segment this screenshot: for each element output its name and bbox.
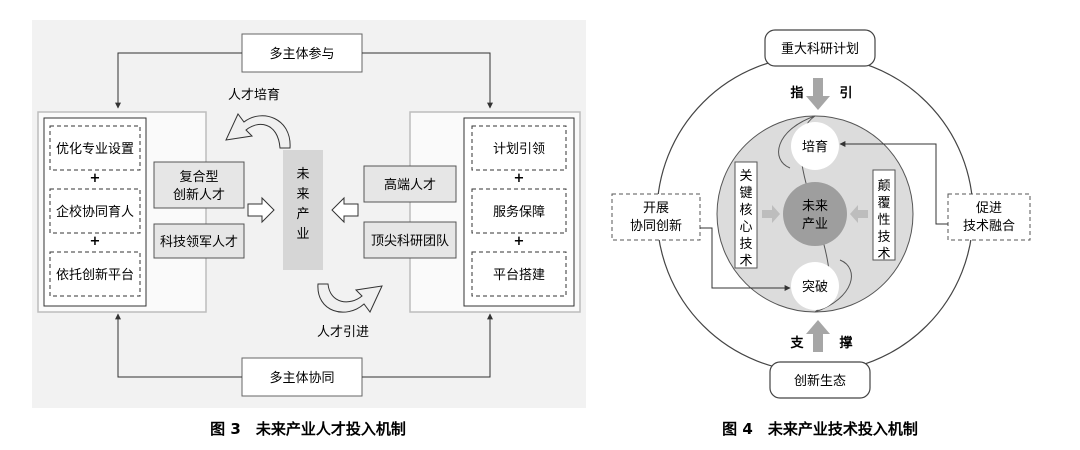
fig3-left-item-3-label: 依托创新平台 [56,267,134,283]
fig4-left-v-5: 技 [739,237,752,252]
fig4-guide-left: 指 [790,85,803,101]
fig3-right-item-1-label: 计划引领 [493,142,545,157]
fig3-bottom-box: 多主体协同 [241,357,363,397]
fig3-center-bar [283,150,323,270]
fig4-top-box-label: 重大科研计划 [781,41,859,57]
fig4-left-gray-arrow [762,205,780,223]
fig4-left-vertical-box [734,161,758,269]
fig3-right-item-2: 服务保障 [471,188,567,234]
fig3-caption: 图 3 未来产业人才投入机制 [210,420,406,438]
fig3-left-talent-2-label: 科技领军人才 [160,235,238,250]
fig3-curve-bottom-arrow [317,283,383,313]
fig4-center-line1: 未来 [802,199,828,214]
fig3-right-item-3: 平台搭建 [471,251,567,297]
fig4-nurture-label: 培育 [802,139,828,155]
fig4-left-side-line2: 协同创新 [630,218,682,234]
fig3-left-plus-2: + [90,234,101,249]
fig3-left-item-2-label: 企校协同育人 [56,204,134,220]
fig3-left-talent-1-line2: 创新人才 [173,187,225,203]
fig3-bottom-box-label: 多主体协同 [269,370,334,386]
fig4-right-side-box: 促进 技术融合 [947,193,1031,241]
fig4-support-arrow [806,320,830,352]
fig4-left-v-1: 关 [739,169,752,184]
fig3-bottom-right-connector [362,313,493,378]
fig4-bottom-box-label: 创新生态 [794,373,846,389]
fig4-left-v-4: 心 [739,220,752,235]
fig4-right-v-1: 颠 [877,179,890,194]
fig3-left-block-arrow [247,196,275,224]
fig3-right-talent-1-label: 高端人才 [384,177,436,193]
fig4-right-vertical-text: 颠 覆 性 技 术 [877,179,890,262]
fig3-right-plus-2: + [514,234,525,249]
fig3-right-item-2-label: 服务保障 [493,204,545,220]
fig4-left-v-3: 核 [739,203,752,218]
fig3-top-box: 多主体参与 [241,33,363,73]
fig4-right-side-line1: 促进 [976,201,1002,216]
fig4-left-side-connector [700,227,791,291]
fig3-center-char-4: 业 [296,227,309,242]
fig3-bottom-left-connector [115,313,242,378]
fig3-right-block-arrow [331,196,359,224]
fig3-center-char-1: 未 [296,167,309,182]
fig3-right-plus-1: + [514,171,525,186]
fig4-center-circle [783,182,847,246]
fig4-support-left: 支 [789,335,804,351]
fig3-right-item-1: 计划引领 [471,125,567,171]
fig3-curve-top-arrow [225,113,291,149]
fig3-top-left-connector [115,52,242,109]
fig4-guide-right: 引 [839,86,852,101]
fig3-curve-top-label: 人才培育 [228,87,280,103]
fig4-right-vertical-box [872,169,896,261]
fig3-left-item-3: 依托创新平台 [49,251,141,297]
fig4-left-v-6: 术 [739,254,752,269]
fig4-left-v-2: 键 [739,186,752,201]
fig4-right-v-2: 覆 [877,196,890,211]
fig3-center-char-3: 产 [296,207,309,222]
fig3-left-plus-1: + [90,171,101,186]
fig3-left-talent-1-line1: 复合型 [179,170,218,185]
fig4-right-v-3: 性 [877,213,890,228]
fig3-center-char-2: 来 [296,187,309,202]
fig4-breakthrough-label: 突破 [802,279,828,295]
fig3-top-right-connector [362,52,493,109]
figure-3: 多主体参与 多主体协同 优化专业设置 + 企校协同育人 + 依托创新平台 [32,20,586,438]
fig3-left-item-1: 优化专业设置 [49,125,141,171]
fig3-right-talent-2: 顶尖科研团队 [363,221,457,259]
fig4-left-side-box: 开展 协同创新 [611,193,701,241]
fig4-left-side-line1: 开展 [643,201,669,216]
fig3-curve-bottom-label: 人才引进 [317,325,369,340]
fig4-nurture-dot [791,122,839,170]
fig4-yinyang-bottom-arc [814,259,852,313]
fig4-right-v-4: 技 [877,230,890,245]
figure-4: 重大科研计划 指 引 培育 突破 未来 产业 关 键 核 心 技 术 [611,29,1031,438]
fig4-center-line2: 产业 [802,217,828,232]
fig4-right-side-line2: 技术融合 [963,219,1015,234]
fig4-bottom-box: 创新生态 [769,361,871,399]
fig3-right-talent-1: 高端人才 [363,165,457,203]
fig4-right-side-connector [839,141,948,225]
fig4-breakthrough-dot [791,262,839,310]
fig4-top-box: 重大科研计划 [764,29,876,67]
fig3-right-item-3-label: 平台搭建 [493,267,545,283]
fig3-left-talent-2: 科技领军人才 [153,223,245,259]
fig4-support-right: 撑 [839,335,852,351]
fig3-left-item-1-label: 优化专业设置 [56,142,134,157]
fig4-right-v-5: 术 [877,247,890,262]
fig3-right-talent-2-label: 顶尖科研团队 [371,234,449,249]
fig3-left-talent-1: 复合型 创新人才 [153,161,245,209]
fig4-yinyang-top-arc [778,115,816,169]
fig4-right-gray-arrow [850,205,868,223]
fig4-caption: 图 4 未来产业技术投入机制 [722,420,918,438]
fig4-left-vertical-text: 关 键 核 心 技 术 [739,169,752,269]
fig3-left-item-2: 企校协同育人 [49,188,141,234]
fig4-guide-arrow [806,78,830,110]
fig3-top-box-label: 多主体参与 [269,46,334,62]
